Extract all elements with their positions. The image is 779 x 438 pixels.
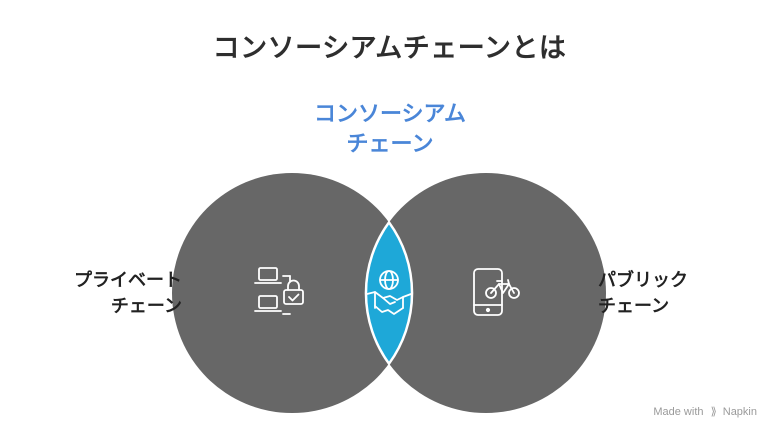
napkin-logo-icon: ⟫ (710, 406, 717, 418)
left-circle (172, 173, 412, 413)
phone-bicycle-icon (473, 268, 520, 316)
right-label-line1: パブリック (598, 270, 688, 291)
center-label-line2: チェーン (346, 132, 434, 157)
left-label-line1: プライベート (74, 270, 182, 291)
left-label-line2: チェーン (110, 296, 182, 317)
watermark-brand: Napkin (722, 406, 757, 418)
watermark-prefix: Made with (653, 406, 704, 418)
right-label: パブリック チェーン (598, 268, 758, 320)
watermark: Made with ⟫ Napkin (653, 405, 757, 418)
page-title: コンソーシアムチェーンとは (212, 33, 567, 64)
center-label-line1: コンソーシアム (313, 102, 467, 127)
overlap-region (364, 173, 414, 413)
laptops-lock-icon (254, 267, 304, 315)
center-label: コンソーシアム チェーン (240, 100, 540, 160)
left-label: プライベート チェーン (30, 268, 182, 320)
globe-handshake-icon (366, 270, 412, 315)
right-label-line2: チェーン (598, 296, 670, 317)
